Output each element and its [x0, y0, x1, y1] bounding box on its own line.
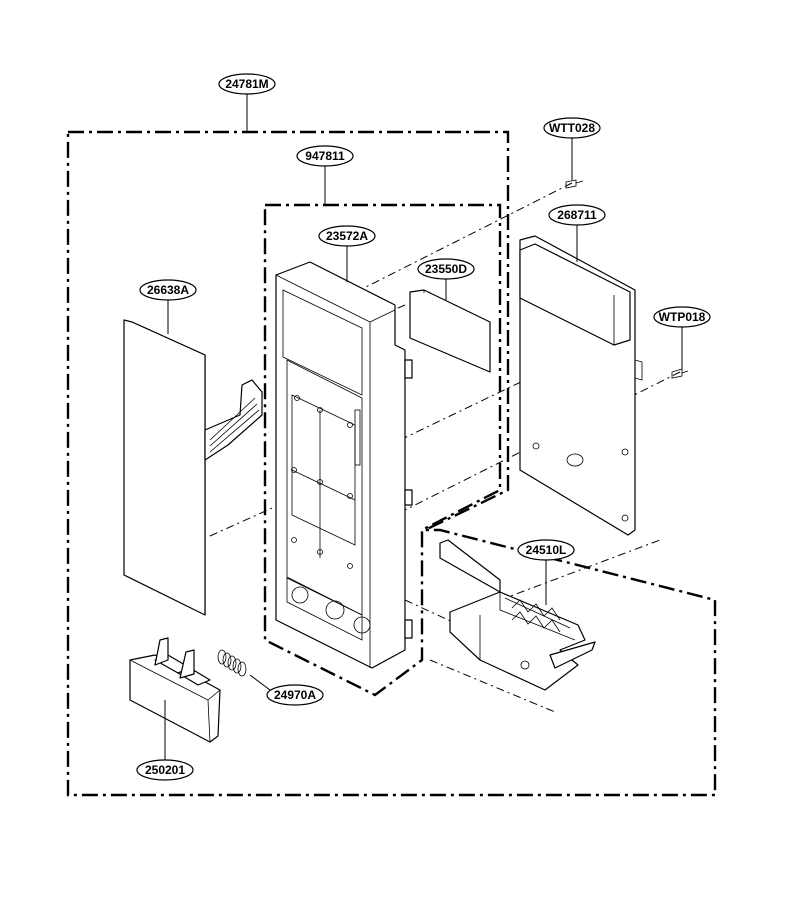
- callout-WTP018: WTP018: [653, 306, 711, 328]
- callout-24510L: 24510L: [517, 539, 575, 561]
- label-WTT028: WTT028: [549, 121, 595, 135]
- callout-26638A: 26638A: [139, 279, 197, 301]
- label-23572A: 23572A: [326, 229, 368, 243]
- callout-24970A: 24970A: [266, 684, 324, 706]
- assembly-frame-947811: [263, 203, 502, 697]
- callout-268711: 268711: [548, 204, 606, 226]
- label-24510L: 24510L: [526, 543, 567, 557]
- label-24970A: 24970A: [274, 688, 316, 702]
- window-part: [409, 289, 491, 373]
- label-26638A: 26638A: [147, 283, 189, 297]
- label-24781M: 24781M: [225, 77, 268, 91]
- screw-right-part: [671, 368, 689, 379]
- label-268711: 268711: [557, 208, 597, 222]
- callout-23572A: 23572A: [318, 225, 376, 247]
- label-23550D: 23550D: [425, 262, 467, 276]
- callout-947811: 947811: [296, 145, 354, 167]
- latch-body-part: [439, 539, 596, 691]
- screw-top-part: [565, 179, 584, 189]
- spring-part: [217, 649, 247, 677]
- pcb-part: [519, 235, 643, 536]
- callout-250201: 250201: [136, 759, 194, 781]
- button-part: [129, 637, 221, 743]
- label-947811: 947811: [305, 149, 345, 163]
- callout-23550D: 23550D: [417, 258, 475, 280]
- membrane-switch-part: [123, 319, 263, 616]
- label-WTP018: WTP018: [659, 310, 706, 324]
- assembly-frame-24781M: [66, 130, 717, 797]
- callout-24781M: 24781M: [218, 73, 276, 95]
- control-panel-frame-part: [275, 261, 413, 669]
- label-250201: 250201: [145, 763, 185, 777]
- callout-WTT028: WTT028: [543, 117, 601, 139]
- callout-stems: [164, 94, 683, 760]
